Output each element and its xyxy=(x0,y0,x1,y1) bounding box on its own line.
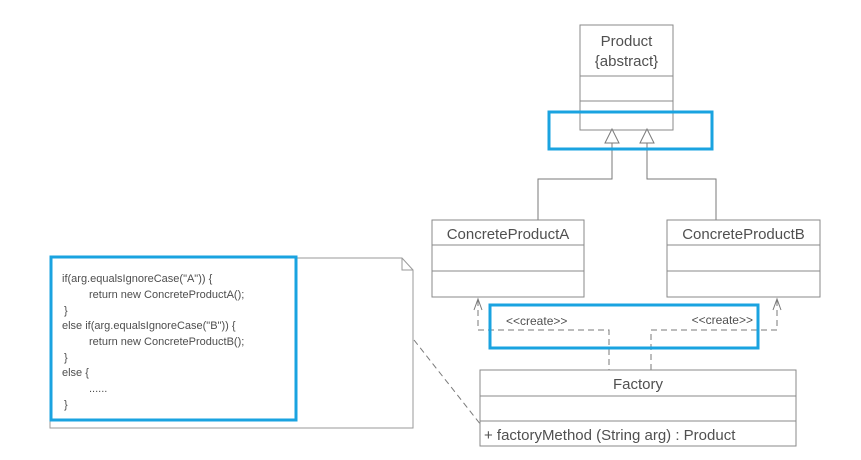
note-line-7: else { xyxy=(62,367,89,379)
class-concrete-product-b: ConcreteProductB xyxy=(666,219,821,298)
dependency-create-b: <<create>> xyxy=(650,297,782,370)
highlight-create-dependencies xyxy=(488,303,760,350)
dependency-create-b-line xyxy=(650,300,778,370)
dependency-create-a-arrowhead-icon xyxy=(473,297,483,311)
note-anchor-line xyxy=(413,339,482,426)
note-line-5: return new ConcreteProductB(); xyxy=(89,336,244,348)
class-product-name: Product xyxy=(601,33,654,50)
note-line-4: else if(arg.equalsIgnoreCase("B")) { xyxy=(62,320,236,332)
generalization-b-line xyxy=(646,143,717,220)
class-concrete-product-a: ConcreteProductA xyxy=(431,219,585,298)
class-concrete-product-b-name: ConcreteProductB xyxy=(682,226,805,243)
note-fold-icon xyxy=(401,258,413,271)
highlight-generalization xyxy=(547,110,714,151)
dependency-create-b-arrowhead-icon xyxy=(772,297,782,311)
dependency-create-b-label: <<create>> xyxy=(692,313,753,327)
dependency-create-a-label: <<create>> xyxy=(506,314,567,328)
dependency-create-a-line xyxy=(477,300,610,370)
class-factory-name: Factory xyxy=(613,376,664,393)
note: if(arg.equalsIgnoreCase("A")) { return n… xyxy=(49,257,414,429)
class-product: Product {abstract} xyxy=(579,24,674,131)
generalization-b xyxy=(639,127,717,220)
class-concrete-product-b-box xyxy=(666,219,821,298)
highlights xyxy=(49,110,760,422)
generalization-a xyxy=(537,127,620,220)
generalization-b-arrowhead-icon xyxy=(639,127,655,144)
generalization-a-line xyxy=(537,143,613,220)
class-product-stereotype: {abstract} xyxy=(595,53,658,70)
class-factory-box xyxy=(479,369,797,447)
class-factory-operation: + factoryMethod (String arg) : Product xyxy=(484,427,736,444)
note-line-8: ...... xyxy=(89,383,107,395)
class-concrete-product-a-box xyxy=(431,219,585,298)
note-line-1: if(arg.equalsIgnoreCase("A")) { xyxy=(62,273,213,285)
class-concrete-product-a-name: ConcreteProductA xyxy=(447,226,570,243)
note-line-9: } xyxy=(64,399,68,411)
generalization-a-arrowhead-icon xyxy=(604,127,620,144)
note-line-2: return new ConcreteProductA(); xyxy=(89,289,244,301)
dependency-create-a: <<create>> xyxy=(473,297,610,370)
highlight-note-code xyxy=(49,255,298,422)
note-line-3: } xyxy=(64,305,68,317)
class-factory: Factory + factoryMethod (String arg) : P… xyxy=(479,369,797,447)
note-line-6: } xyxy=(64,352,68,364)
